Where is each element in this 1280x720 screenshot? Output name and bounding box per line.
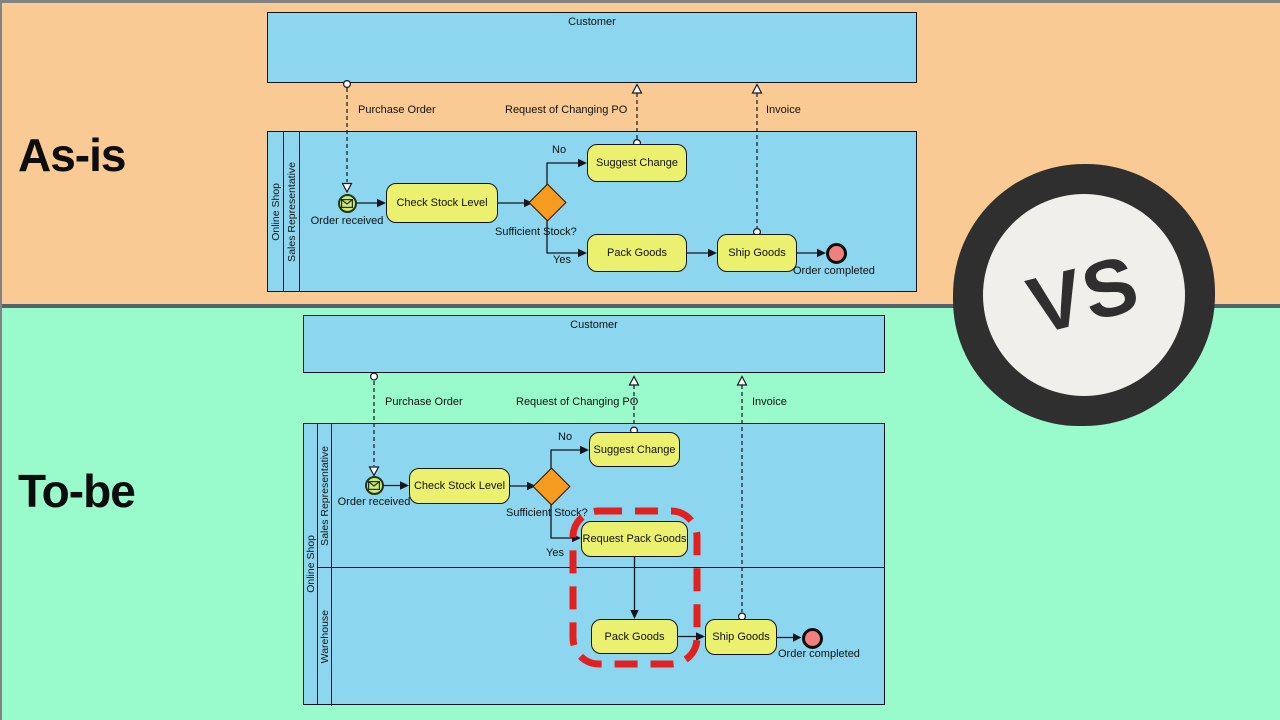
as-is-end-event [825,242,847,264]
message-envelope-icon [341,198,353,208]
to-be-customer-pool: Customer [303,315,885,373]
as-is-task-ship-goods-label: Ship Goods [728,247,786,259]
vs-badge: VS [953,164,1215,426]
to-be-end-event-label: Order completed [778,648,860,660]
as-is-task-pack-goods: Pack Goods [587,234,687,272]
to-be-pool-name: Online Shop [304,535,317,593]
to-be-purchase-order-label: Purchase Order [385,396,463,408]
as-is-task-check-stock-label: Check Stock Level [396,197,488,209]
to-be-task-ship-goods: Ship Goods [705,619,777,655]
to-be-task-check-stock-label: Check Stock Level [413,480,506,492]
as-is-task-pack-goods-label: Pack Goods [607,247,667,259]
to-be-request-changing-po-label: Request of Changing PO [516,396,639,408]
to-be-task-suggest-change: Suggest Change [589,432,680,467]
to-be-lane-sales-rep: Sales Representative [318,424,884,567]
as-is-start-event-label: Order received [310,215,384,227]
as-is-customer-pool: Customer [267,12,917,83]
vs-badge-text: VS [1019,237,1149,352]
as-is-gateway-label: Sufficient Stock? [495,226,577,238]
as-is-task-suggest-change-label: Suggest Change [596,157,678,169]
to-be-gateway-label: Sufficient Stock? [506,507,588,519]
to-be-task-suggest-change-label: Suggest Change [593,443,676,456]
as-is-title: As-is [18,129,126,181]
as-is-pool-name-strip: Online Shop [268,132,284,291]
to-be-lane-sales-rep-strip: Sales Representative [318,424,332,567]
message-envelope-icon [368,481,380,490]
to-be-branch-no-label: No [558,431,573,443]
to-be-title: To-be [18,465,136,517]
to-be-start-event-label: Order received [337,496,411,508]
slide-top-border [0,0,1280,3]
to-be-start-event [364,476,384,495]
as-is-start-event [337,193,357,213]
as-is-task-ship-goods: Ship Goods [717,234,797,272]
to-be-invoice-label: Invoice [752,396,787,408]
vs-badge-inner-circle [983,194,1185,396]
as-is-pool-name: Online Shop [269,182,282,241]
to-be-task-pack-goods-label: Pack Goods [604,630,665,643]
to-be-task-request-pack-goods: Request Pack Goods [581,521,688,557]
as-is-branch-yes-label: Yes [553,254,571,266]
to-be-pool-name-strip: Online Shop [304,424,318,704]
to-be-lane-warehouse-label: Warehouse [318,610,331,664]
as-is-invoice-label: Invoice [766,104,801,116]
to-be-customer-pool-label: Customer [570,319,618,331]
to-be-task-request-pack-goods-label: Request Pack Goods [582,533,687,545]
to-be-task-pack-goods: Pack Goods [591,619,678,654]
as-is-task-suggest-change: Suggest Change [587,144,687,182]
as-is-purchase-order-label: Purchase Order [358,104,436,116]
to-be-task-check-stock: Check Stock Level [409,468,510,504]
as-is-customer-pool-label: Customer [568,16,616,28]
to-be-end-event [801,627,823,649]
to-be-branch-yes-label: Yes [546,547,564,559]
as-is-lane-sales-rep-strip: Sales Representative [284,132,300,291]
as-is-branch-no-label: No [552,144,567,156]
slide-left-border [0,0,2,720]
as-is-task-check-stock: Check Stock Level [386,183,498,223]
as-is-end-event-label: Order completed [793,265,875,277]
to-be-task-ship-goods-label: Ship Goods [712,631,770,643]
as-is-request-changing-po-label: Request of Changing PO [505,104,628,116]
to-be-lane-warehouse-strip: Warehouse [318,568,332,706]
panel-divider-line [0,304,1280,308]
as-is-lane-sales-rep-label: Sales Representative [285,161,298,262]
